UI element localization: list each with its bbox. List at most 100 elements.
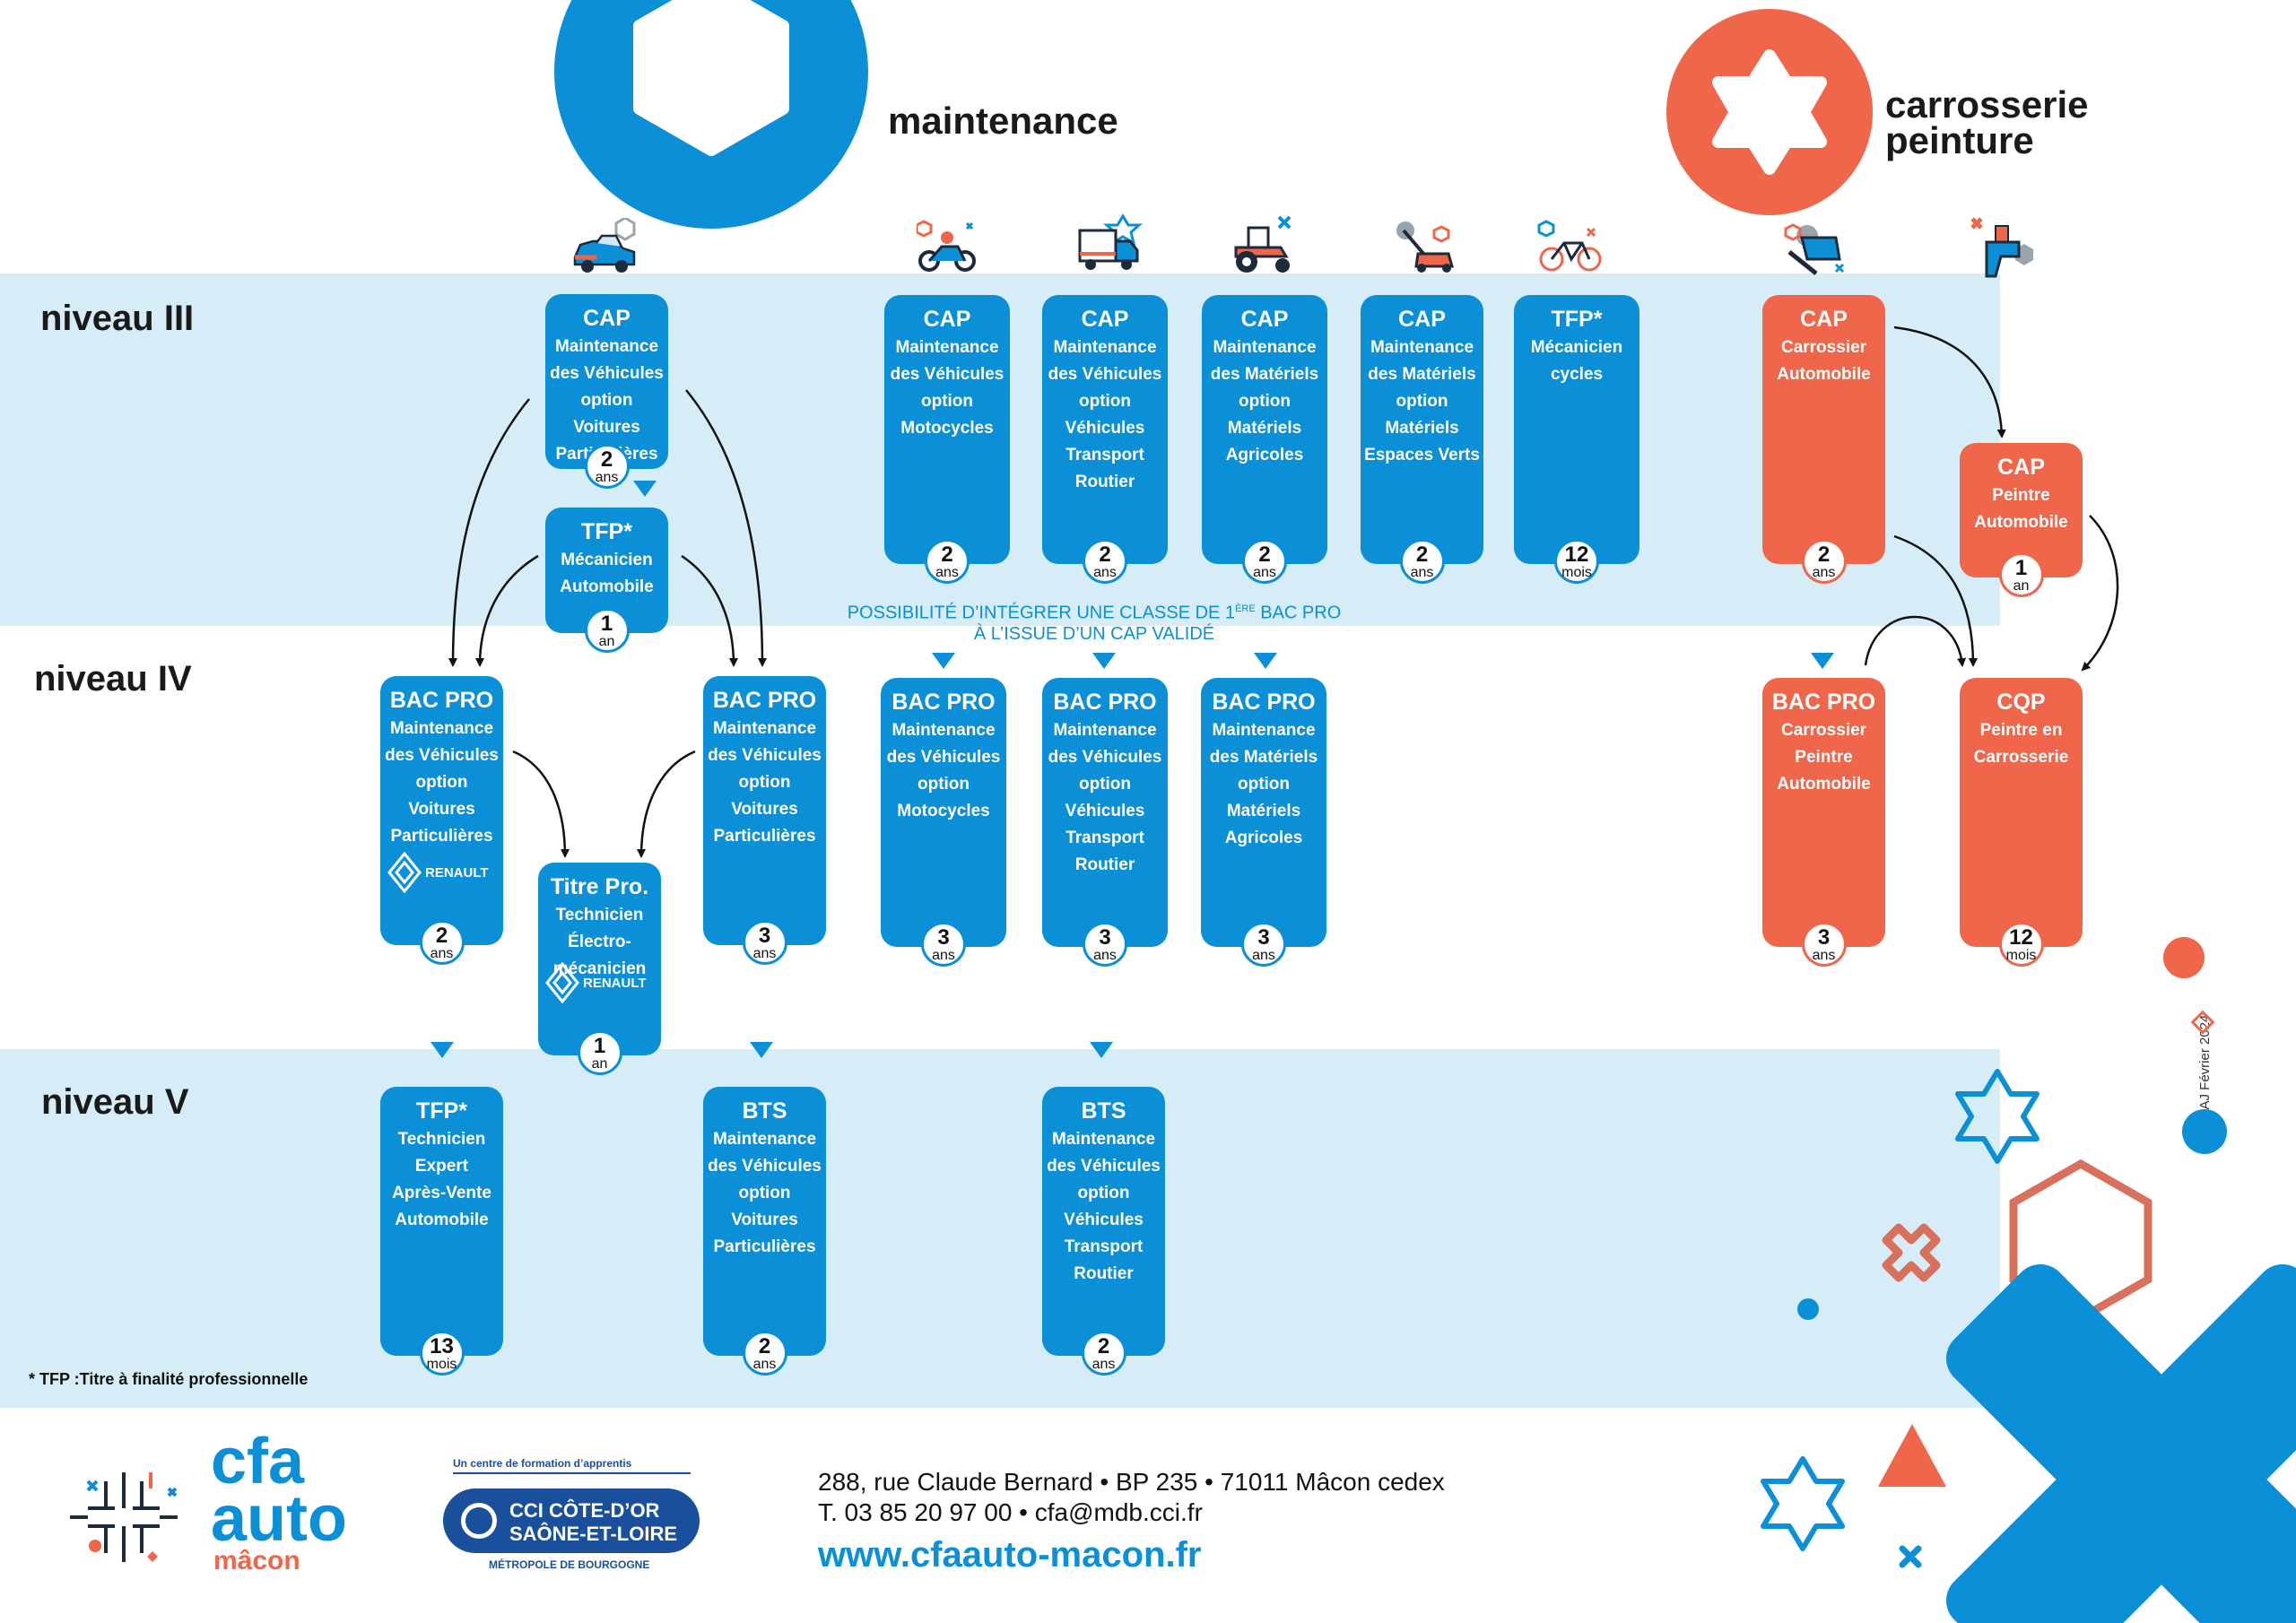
contact: T. 03 85 20 97 00 • cfa@mdb.cci.fr [818, 1498, 1203, 1526]
duration-number: 2 [1817, 542, 1831, 567]
card-line: des Véhicules [1048, 748, 1162, 767]
card-title: BTS [742, 1098, 787, 1124]
footnote: * TFP :Titre à finalité professionnelle [29, 1370, 309, 1388]
card-line: Particulières [713, 1237, 816, 1256]
arrow-bac3-to-titre [637, 750, 696, 858]
card-line: Transport [1065, 446, 1144, 464]
duration-unit: ans [1812, 948, 1836, 963]
duration-unit: ans [1253, 565, 1276, 580]
down-triangle [633, 481, 657, 497]
duration-unit: an [591, 1056, 608, 1072]
car-icon [573, 218, 636, 273]
card-line: mécanicien [552, 959, 647, 978]
duration-number: 1 [593, 1034, 606, 1058]
card-line: Technicien [397, 1130, 486, 1149]
lawnmower-icon [1396, 221, 1454, 273]
card-title: CAP [1997, 455, 2045, 480]
cfa-auto-logo-icon [70, 1472, 178, 1562]
deco-dot-blue [1797, 1298, 1819, 1320]
card-line: Maintenance [1053, 338, 1157, 357]
card-line: Matériels [1227, 419, 1302, 438]
possibilite-sup: ÈRE [1235, 603, 1256, 614]
section-title-maintenance: maintenance [888, 100, 1118, 142]
card-line: option [738, 773, 791, 792]
card-line: Maintenance [895, 338, 999, 357]
duration-number: 3 [758, 924, 771, 948]
duration-number: 3 [1817, 925, 1831, 950]
card-line: Peintre [1992, 486, 2050, 505]
tractor-icon [1234, 215, 1292, 273]
duration-unit: ans [935, 565, 959, 580]
card-line: Mécanicien [1530, 338, 1623, 357]
card-line: Particulières [390, 827, 493, 846]
possibilite-line1b: BAC PRO [1255, 603, 1342, 623]
card-line: Maintenance [1212, 721, 1316, 740]
cci-logo: CCI CÔTE-D’OR SAÔNE-ET-LOIRE [443, 1488, 700, 1553]
card-line: Transport [1065, 829, 1144, 847]
logo-macon: mâcon [213, 1546, 300, 1575]
card-title: BAC PRO [1771, 690, 1876, 715]
down-triangle [932, 653, 955, 669]
truck-icon [1078, 213, 1143, 270]
duration-unit: ans [595, 470, 619, 485]
level-label-iii: niveau III [40, 299, 195, 338]
card-line: Voitures [731, 1211, 798, 1229]
arrow-cap-carr-to-peintre [1893, 325, 2006, 438]
duration-number: 2 [1415, 542, 1429, 567]
card-line: option [1078, 392, 1132, 411]
card-line: Automobile [395, 1211, 489, 1229]
renault-diamond-icon [545, 962, 579, 1003]
card-line: cycles [1550, 365, 1604, 384]
card-line: des Véhicules [1047, 1157, 1161, 1176]
card-line: Automobile [560, 577, 654, 596]
website-link[interactable]: www.cfaauto-macon.fr [818, 1535, 1202, 1575]
duration-unit: ans [752, 946, 777, 961]
arrow-tfp-to-bac3 [681, 554, 738, 667]
hexagon-icon [554, 0, 868, 229]
card-line: Transport [1064, 1237, 1144, 1256]
card-line: Routier [1074, 473, 1135, 491]
card-line: des Véhicules [708, 746, 822, 765]
deco-triangle-orange [1878, 1424, 1946, 1487]
card-line: option [1077, 1184, 1130, 1202]
card-line: Motocycles [897, 802, 990, 820]
cfa-auto-logo-text: cfa auto mâcon [211, 1429, 347, 1575]
cci-subtitle: MÉTROPOLE DE BOURGOGNE [489, 1558, 650, 1571]
deco-small-x [1899, 1545, 1922, 1568]
deco-big-cross [1946, 1264, 2296, 1623]
duration-number: 2 [600, 447, 613, 472]
duration-number: 2 [1097, 1334, 1110, 1358]
deco-circle-orange [2163, 937, 2205, 978]
card-line: Automobile [1974, 513, 2068, 532]
card-line: Matériels [1385, 419, 1459, 438]
duration-number: 2 [758, 1334, 771, 1358]
deco-diamond [2190, 1010, 2215, 1035]
card-line: Espaces Verts [1364, 446, 1480, 464]
